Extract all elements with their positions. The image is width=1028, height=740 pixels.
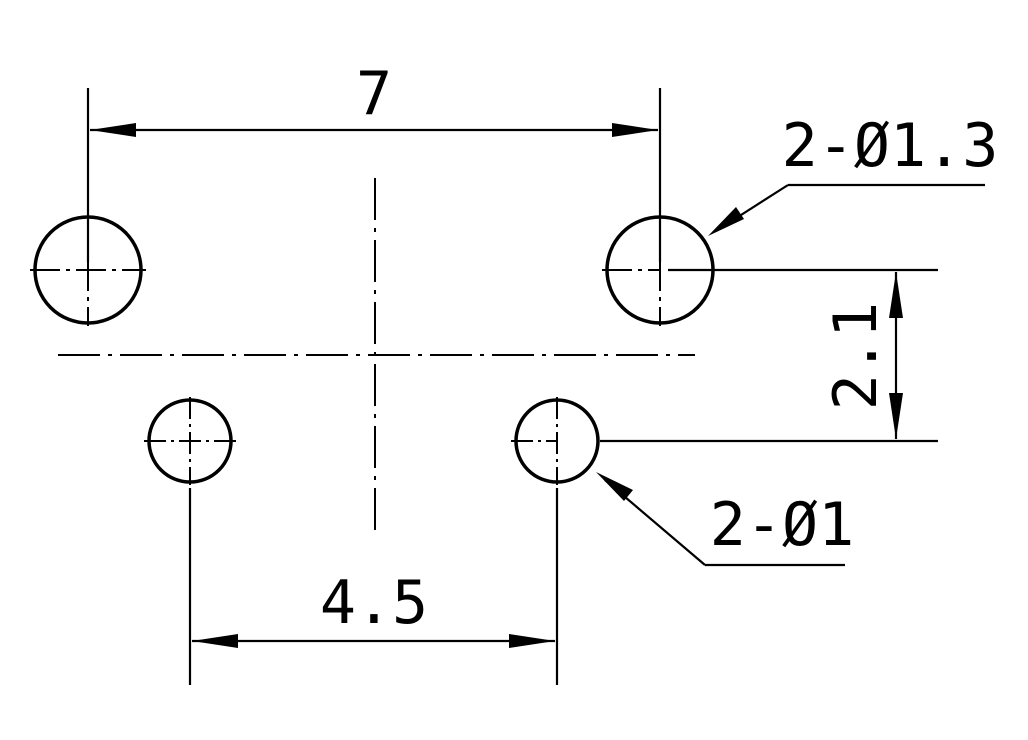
dimension-small-spacing-label: 4.5 <box>320 568 428 638</box>
dimension-small-spacing: 4.5 <box>188 488 559 685</box>
callout-small-holes-label: 2-Ø1 <box>710 490 855 560</box>
dimension-vertical-offset-label: 2.1 <box>821 302 891 410</box>
callout-large-holes: 2-Ø1.3 <box>708 111 998 236</box>
small-hole-left <box>144 397 236 485</box>
dimension-vertical-offset: 2.1 <box>600 268 938 443</box>
small-hole-right <box>511 397 600 485</box>
callout-large-holes-label: 2-Ø1.3 <box>782 111 999 181</box>
callout-small-holes: 2-Ø1 <box>596 472 855 567</box>
dimension-large-spacing: 7 <box>86 59 662 262</box>
dimension-large-spacing-label: 7 <box>356 59 392 129</box>
